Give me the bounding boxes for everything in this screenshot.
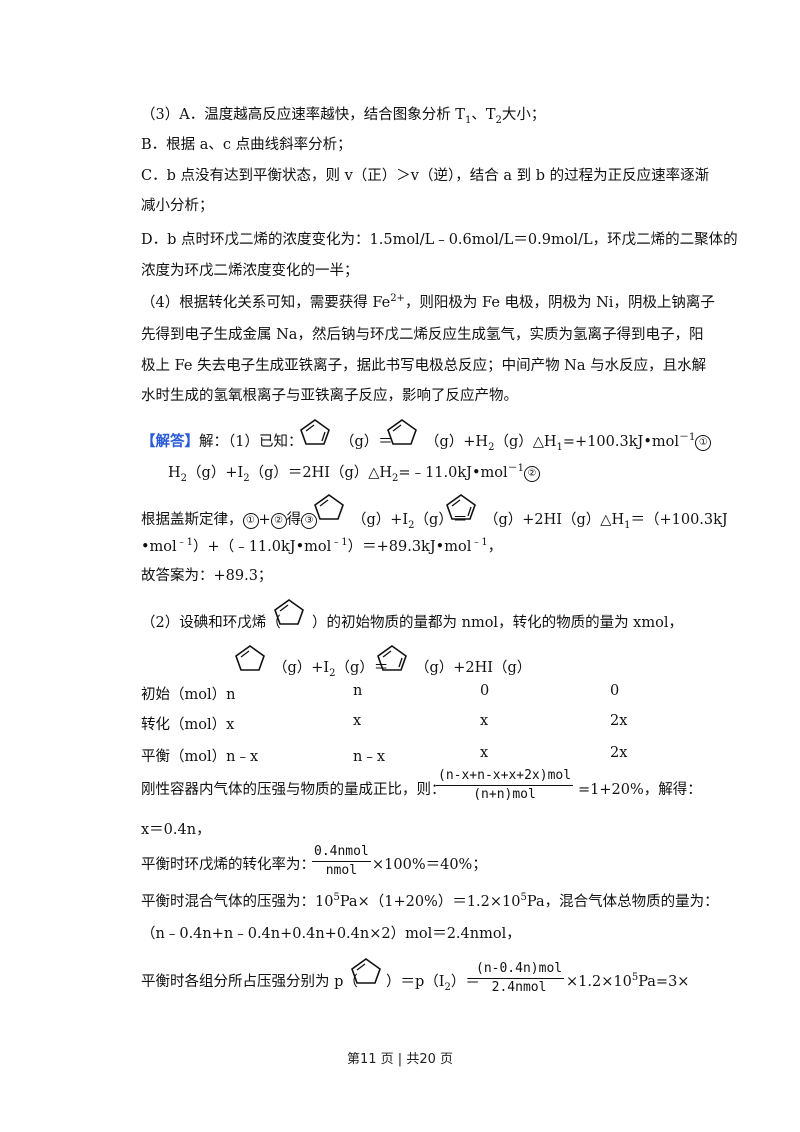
circle-1: ① [695,435,712,451]
cyclopentene-icon [274,599,304,625]
answer-line-1: 【解答】解：（1）已知： [141,433,303,450]
answer-1: 故答案为：+89.3； [141,568,273,584]
table-cell: 0 [480,683,490,699]
table-cell: 平衡（mol）n﹣x [141,749,259,765]
p4-line-1: （4）根据转化关系可知，需要获得 Fe2+，则阳极为 Fe 电极，阴极为 Ni，… [141,293,715,311]
part-pre: 平衡时各组分所占压强分别为 p（ [141,974,358,990]
table-cell: 2x [610,713,628,729]
p3-line-c1: C．b 点没有达到平衡状态，则 v（正）＞v（逆），结合 a 到 b 的过程为正… [141,168,710,184]
cyclopentene-icon [351,958,381,984]
part-fraction: (n-0.4n)mol 2.4nmol [474,961,565,995]
cyclopentadiene-icon [446,494,476,520]
cyclopentene-icon [387,419,417,445]
table-cell: n﹣x [353,749,386,765]
p2-line-pre: （2）设碘和环戊烯（ [141,615,281,631]
table-cell: x [353,713,362,729]
table-cell: 2x [610,745,628,761]
press-post: =1+20%，解得： [578,782,702,798]
mix-line-2: （n﹣0.4n+n﹣0.4n+0.4n+0.4n×2）mol＝2.4nmol， [141,926,521,942]
cyclopentene-icon [235,645,265,671]
table-cell: n [353,683,363,699]
table-cell: 初始（mol）n [141,687,236,703]
table-cell: x [480,745,489,761]
table-cell: 转化（mol）x [141,717,235,733]
conv-fraction: 0.4nmol nmol [312,844,371,878]
p3-line-d2: 浓度为环戊二烯浓度变化的一半； [141,263,359,279]
press-fraction: (n-x+n-x+x+2x)mol (n+n)mol [436,768,574,802]
p4-line-2: 先得到电子生成金属 Na，然后钠与环戊二烯反应生成氢气，实质为氢离子得到电子，阳 [141,327,704,343]
press-pre: 刚性容器内气体的压强与物质的量成正比，则： [141,782,446,798]
circle-2: ② [524,466,540,482]
p3-line-c2: 减小分析； [141,198,214,214]
p3-line-b: B．根据 a、c 点曲线斜率分析； [141,137,352,153]
cyclopentene-icon [314,494,344,520]
part-post: ×1.2×105Pa=3× [566,972,690,990]
rxn-c: （g）+2HI（g） [415,660,532,676]
cyclopentadiene-icon [377,645,407,671]
table-cell: 0 [610,683,620,699]
hess-g3: （g）+2HI（g）△H1＝（+100.3kJ [484,512,728,531]
hess-g1: （g）+I2（g）＝ [352,512,468,531]
cyclopentadiene-icon [300,419,330,445]
rxn-a: （g）+I2（g）＝ [273,660,389,679]
p2-line-post: ）的初始物质的量都为 nmol，转化的物质的量为 xmol， [312,615,683,631]
answer-tag: 【解答】 [141,433,199,450]
p3-line-a: （3）A．温度越高反应速率越快，结合图象分析 T1、T2大小； [141,107,546,126]
p4-line-3: 极上 Fe 失去电子生成亚铁离子，据此书写电极总反应；中间产物 Na 与水反应，… [141,358,707,374]
p3-line-d1: D．b 点时环戊二烯的浓度变化为：1.5mol/L﹣0.6mol/L＝0.9mo… [141,232,738,248]
conv-post: ×100%＝40%； [372,857,487,873]
x-value: x＝0.4n， [141,822,211,838]
page-footer: 第11 页 | 共20 页 [347,1052,453,1067]
conv-pre: 平衡时环戊烯的转化率为： [141,857,315,873]
p4-line-4: 水时生成的氢氧根离子与亚铁离子反应，影响了反应产物。 [141,388,518,404]
part-mid: ）＝p（I2）＝ [386,974,480,993]
eq1-g: （g）＝ [340,434,393,450]
mix-line-1: 平衡时混合气体的压强为：105Pa×（1+20%）＝1.2×105Pa，混合气体… [141,892,719,910]
hess-line-2: •mol﹣1）+（﹣11.0kJ•mol﹣1）＝+89.3kJ•mol﹣1， [141,537,503,555]
table-cell: x [480,713,489,729]
